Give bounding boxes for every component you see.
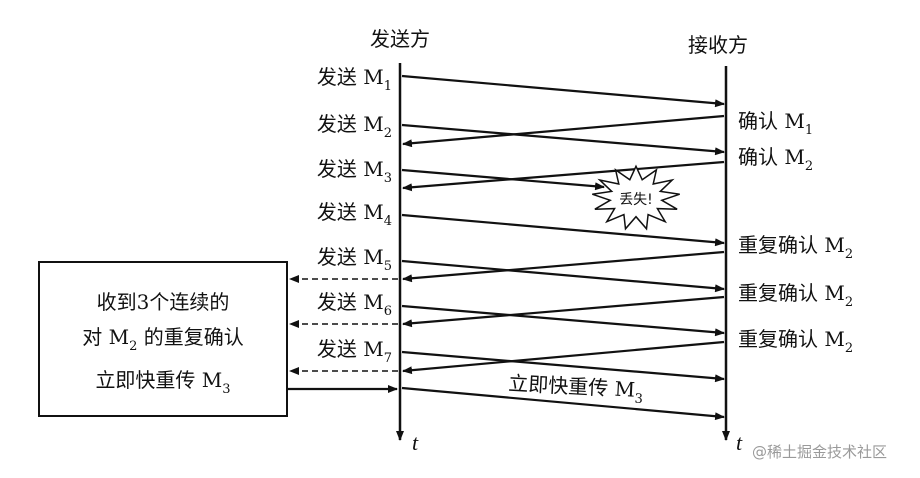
receiver-time-label: t — [736, 430, 743, 455]
data-arrow-m6 — [401, 304, 725, 337]
data-arrow-m3-lost — [401, 168, 605, 191]
sender-title: 发送方 — [370, 27, 430, 51]
ack-arrow-m2 — [402, 160, 725, 192]
watermark: @稀土掘金技术社区 — [752, 443, 887, 461]
lost-label: 丢失! — [619, 192, 653, 208]
retransmit-label: 立即快重传 M3 — [507, 371, 643, 407]
send-label: 发送 M1 — [317, 65, 392, 94]
ack-label: 重复确认 M2 — [738, 327, 853, 356]
data-arrow-m1 — [401, 74, 725, 108]
send-label: 发送 M3 — [317, 157, 392, 186]
message-arrows — [288, 74, 725, 421]
data-arrow-m3-retransmit — [401, 386, 725, 421]
dup-ack-arrow-3 — [402, 340, 725, 375]
note-line-2: 对 M2 的重复确认 — [82, 325, 243, 354]
note-line-1: 收到3个连续的 — [97, 290, 230, 314]
ack-label: 重复确认 M2 — [738, 233, 853, 262]
ack-label: 确认 M2 — [738, 145, 813, 174]
send-label: 发送 M4 — [317, 200, 392, 229]
ack-arrow-m1 — [402, 114, 725, 148]
data-arrow-m4 — [401, 213, 725, 247]
send-label: 发送 M2 — [317, 112, 392, 141]
note-line-3: 立即快重传 M3 — [95, 368, 230, 397]
ack-label: 重复确认 M2 — [738, 281, 853, 310]
starburst-icon — [592, 164, 680, 231]
send-label: 发送 M7 — [317, 337, 392, 366]
send-label: 发送 M5 — [317, 245, 392, 274]
data-arrow-m5 — [401, 259, 725, 293]
note-box — [38, 261, 288, 417]
sender-time-label: t — [412, 430, 419, 455]
lost-burst: 丢失! — [592, 164, 680, 231]
ack-labels: 确认 M1 确认 M2 重复确认 M2 重复确认 M2 重复确认 M2 — [738, 109, 853, 356]
ack-label: 确认 M1 — [738, 109, 813, 138]
receiver-title: 接收方 — [688, 33, 748, 57]
data-arrow-m2 — [401, 123, 725, 156]
dup-ack-arrow-1 — [402, 250, 725, 283]
data-arrow-m7 — [401, 350, 725, 383]
dup-ack-arrow-2 — [402, 295, 725, 328]
send-labels: 发送 M1 发送 M2 发送 M3 发送 M4 发送 M5 发送 M6 发送 M7 — [317, 65, 392, 366]
send-label: 发送 M6 — [317, 290, 392, 319]
